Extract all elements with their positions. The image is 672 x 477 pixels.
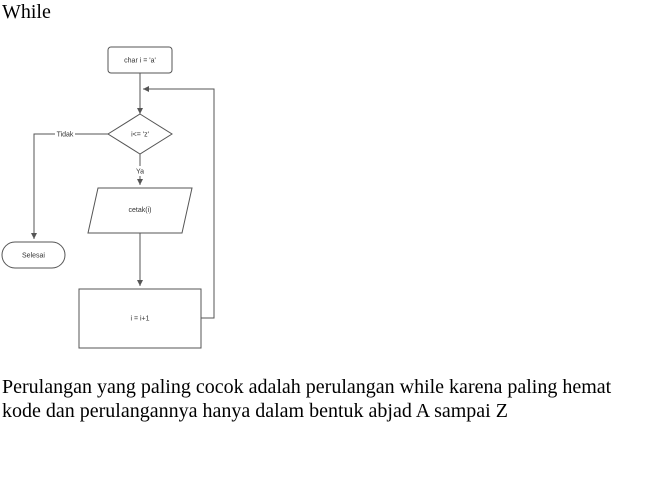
while-flowchart: Tidak Ya char i = 'a' i<= 'z' cetak(i) S… xyxy=(1,46,215,349)
yes-branch-label: Ya xyxy=(136,169,144,176)
end-label: Selesai xyxy=(22,253,45,260)
explanation-line-1: Perulangan yang paling cocok adalah peru… xyxy=(2,376,612,398)
condition-label: i<= 'z' xyxy=(131,132,149,139)
increment-box xyxy=(78,288,202,349)
no-branch-label: Tidak xyxy=(57,132,74,139)
condition-diamond xyxy=(107,113,173,155)
end-terminator xyxy=(1,241,66,269)
output-label: cetak(i) xyxy=(129,207,152,214)
connector-loop-back xyxy=(143,86,215,319)
output-parallelogram xyxy=(87,187,193,234)
explanation-line-2: kode dan perulangannya hanya dalam bentu… xyxy=(2,400,508,422)
connector-condition-to-end xyxy=(31,133,108,239)
init-box xyxy=(107,46,173,74)
init-label: char i = 'a' xyxy=(124,58,156,65)
increment-label: i = i+1 xyxy=(130,316,149,323)
page-heading: While xyxy=(2,1,51,23)
explanation-paragraph: Perulangan yang paling cocok adalah peru… xyxy=(2,375,672,423)
